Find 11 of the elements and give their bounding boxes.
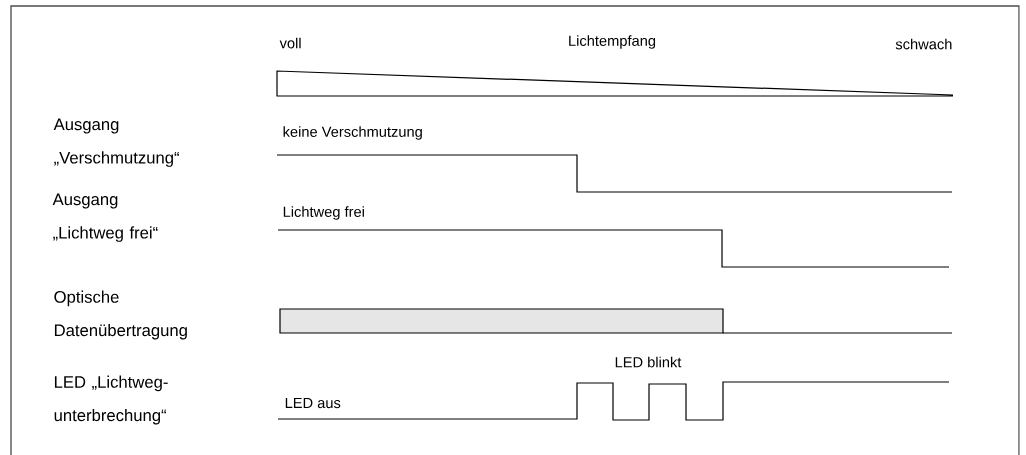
state-label: LED blinkt: [615, 356, 682, 368]
scale-label: schwach: [895, 38, 952, 50]
signal-label: LED „Lichtweg-unterbrechung“: [54, 375, 168, 425]
state-label: Lichtweg frei: [283, 206, 364, 220]
signal-label: Ausgang „Lichtweg frei“: [52, 193, 158, 242]
scale-title: Lichtempfang: [569, 35, 656, 49]
signal-label: Optische Datenübertragung: [54, 290, 187, 340]
signal-label: Ausgang „Verschmutzung“: [53, 118, 179, 167]
state-label: keine Verschmutzung: [283, 126, 422, 140]
scale-label: voll: [279, 37, 301, 49]
state-label: LED aus: [285, 397, 341, 409]
